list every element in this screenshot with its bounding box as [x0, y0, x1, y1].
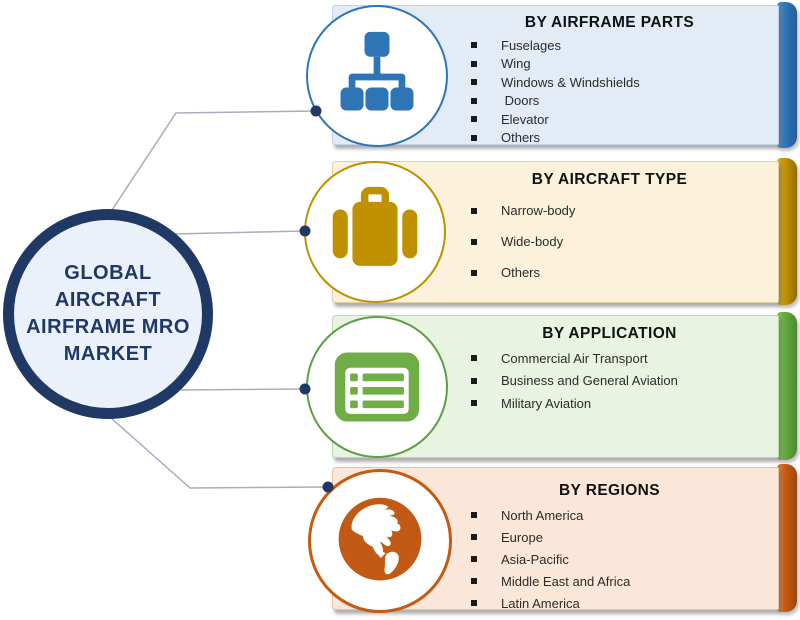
- globe-americas-icon: [338, 497, 422, 581]
- list-item: Wide-body: [471, 226, 766, 257]
- briefcase-icon: [332, 186, 418, 266]
- list-item: Windows & Windshields: [471, 73, 766, 92]
- panel-accent-bar-airframe-parts: [777, 2, 797, 148]
- bullet-icon: [471, 512, 477, 518]
- bullet-icon: [471, 400, 477, 407]
- icon-circle-application: [306, 316, 448, 458]
- bullet-icon: [471, 207, 477, 214]
- bullet-icon: [471, 534, 477, 540]
- panel-accent-bar-application: [777, 312, 797, 460]
- bullet-icon: [471, 269, 477, 276]
- bullet-icon: [471, 600, 477, 606]
- bullet-icon: [471, 116, 477, 123]
- list-item: Doors: [471, 92, 766, 111]
- list-item: North America: [471, 504, 766, 526]
- bullet-icon: [471, 377, 477, 384]
- icon-circle-aircraft-type: [304, 161, 446, 303]
- connector-line: [172, 230, 306, 235]
- list-item: Others: [471, 129, 766, 148]
- segment-list: North America Europe Asia-Pacific Middle…: [453, 504, 766, 614]
- panel-accent-bar-aircraft-type: [777, 158, 797, 305]
- connector-line: [111, 110, 317, 211]
- icon-circle-regions: [308, 469, 452, 613]
- panel-title: BY APPLICATION: [542, 325, 677, 342]
- list-item: Elevator: [471, 110, 766, 129]
- list-item: Fuselages: [471, 36, 766, 55]
- icon-circle-airframe-parts: [306, 5, 448, 147]
- list-item: Military Aviation: [471, 392, 766, 415]
- list-item: Commercial Air Transport: [471, 347, 766, 370]
- bullet-icon: [471, 60, 477, 67]
- panel-title: BY AIRFRAME PARTS: [524, 14, 695, 31]
- panel-accent-bar-regions: [777, 464, 797, 612]
- bullet-icon: [471, 97, 477, 104]
- list-item: Asia-Pacific: [471, 548, 766, 570]
- list-item: Others: [471, 257, 766, 288]
- connector-line: [180, 388, 306, 391]
- segment-list: Fuselages Wing Windows & Windshields Doo…: [453, 36, 766, 147]
- panel-title: BY REGIONS: [558, 482, 661, 499]
- list-item: Wing: [471, 55, 766, 74]
- bullet-icon: [471, 42, 477, 49]
- list-item: Latin America: [471, 592, 766, 614]
- bullet-icon: [471, 134, 477, 141]
- list-item: Europe: [471, 526, 766, 548]
- segment-list: Narrow-body Wide-body Others: [453, 195, 766, 288]
- center-circle: GLOBAL AIRCRAFT AIRFRAME MRO MARKET: [3, 209, 213, 419]
- segment-list: Commercial Air Transport Business and Ge…: [453, 347, 766, 415]
- list-item: Narrow-body: [471, 195, 766, 226]
- bullet-icon: [471, 578, 477, 584]
- center-title: GLOBAL AIRCRAFT AIRFRAME MRO MARKET: [26, 262, 190, 365]
- list-item: Business and General Aviation: [471, 370, 766, 393]
- sitemap-icon: [340, 31, 414, 111]
- list-icon: [334, 352, 420, 422]
- panel-title: BY AIRCRAFT TYPE: [531, 171, 688, 188]
- bullet-icon: [471, 556, 477, 562]
- connector-line: [110, 417, 329, 489]
- list-item: Middle East and Africa: [471, 570, 766, 592]
- bullet-icon: [471, 355, 477, 362]
- bullet-icon: [471, 79, 477, 86]
- bullet-icon: [471, 238, 477, 245]
